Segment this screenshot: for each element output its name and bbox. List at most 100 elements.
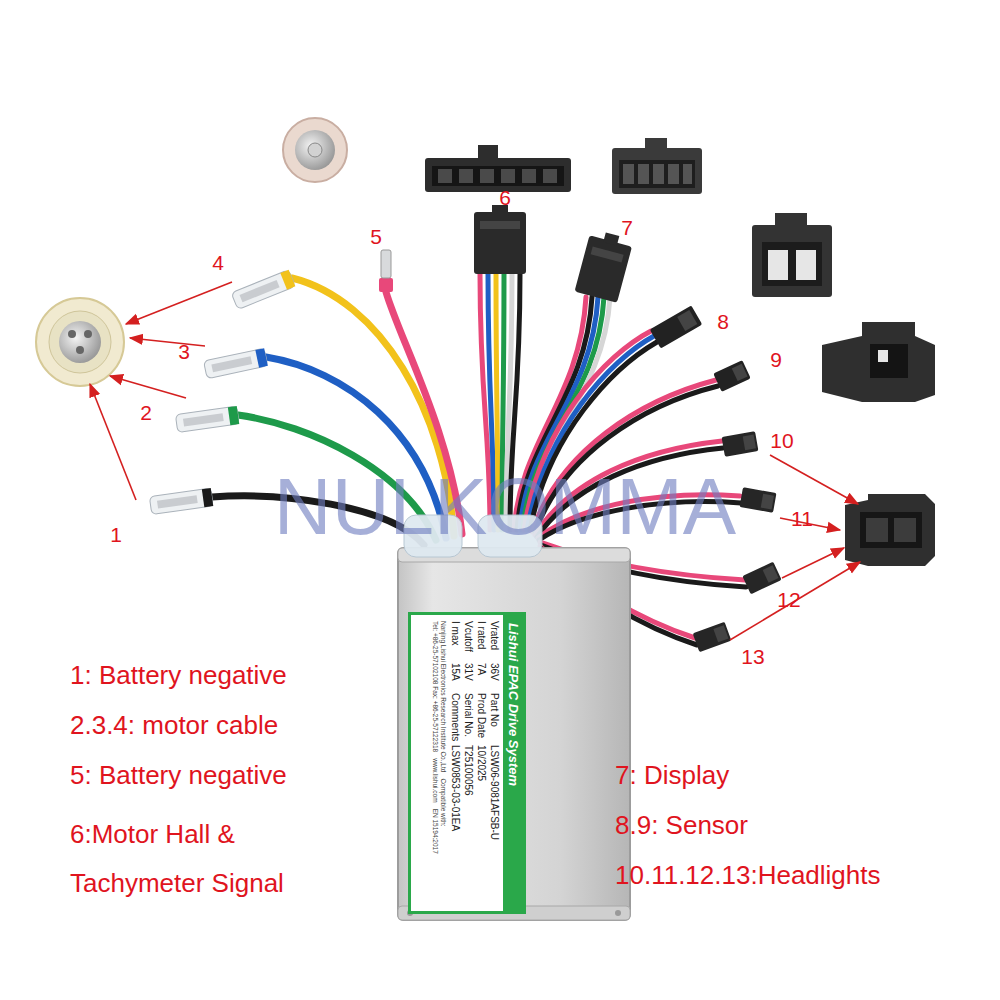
leader-arrow — [730, 562, 860, 640]
leader-arrows — [90, 282, 860, 640]
display-connector — [575, 229, 634, 303]
connector-body — [693, 622, 732, 652]
callout-number: 7 — [621, 216, 633, 240]
spec-cell: Vcutoff — [462, 621, 475, 663]
spec-cell: 31V — [462, 663, 475, 693]
connector-pin — [76, 346, 84, 354]
leader-arrow — [110, 376, 186, 398]
key-line: 7: Display — [615, 760, 729, 790]
connector-body — [740, 487, 777, 513]
brand-title: Lishui EPAC Drive System — [503, 623, 523, 786]
connector-rim — [36, 298, 124, 386]
connector-rim — [283, 118, 347, 182]
key-line: 10.11.12.13:Headlights — [615, 860, 881, 890]
pin-slot — [623, 164, 634, 184]
connector-sleeve — [203, 348, 267, 378]
pin-slot — [543, 169, 557, 183]
leader-arrow — [126, 282, 232, 324]
housing-body — [425, 158, 571, 192]
housing-body — [822, 322, 935, 402]
spec-cell: Serial No. — [462, 693, 475, 745]
connector-metal — [240, 280, 280, 302]
housing-body — [398, 548, 630, 920]
spec-cell: LSW06-9081AFSB-U — [488, 745, 501, 905]
controller-label: Lishui EPAC Drive SystemVrated36VPart No… — [408, 612, 526, 914]
sensor-connector — [650, 305, 703, 348]
leader-arrow — [130, 338, 205, 346]
connector-metal — [183, 413, 224, 426]
connector-band — [202, 488, 213, 507]
spec-cell: 15A — [449, 663, 462, 693]
spec-cell: Comments — [449, 693, 462, 745]
six-pin-housing — [425, 145, 571, 192]
connector-sleeve — [149, 488, 213, 514]
connector-face — [713, 625, 728, 642]
pin-slot — [638, 164, 649, 184]
pin-slot — [866, 518, 888, 542]
callout-number: 2 — [140, 401, 152, 425]
controller-housing — [398, 515, 630, 920]
callout-number: 10 — [770, 429, 793, 453]
callout-number: 11 — [791, 507, 813, 531]
motor-connector — [36, 298, 124, 386]
connector-face — [732, 364, 748, 381]
light-connector — [722, 431, 759, 457]
text-area: Nanjing Lishui Electronics Research Inst… — [432, 615, 449, 911]
housing-face — [619, 160, 695, 188]
spade-terminal — [379, 250, 393, 292]
spade-connector — [149, 488, 213, 514]
key-line: 2.3.4: motor cable — [70, 710, 278, 740]
housing-face — [860, 512, 922, 548]
leader-arrow — [90, 384, 136, 500]
connector-latch — [603, 232, 619, 245]
connector-band — [255, 348, 268, 367]
winged-housing — [822, 322, 935, 402]
connector-body — [474, 212, 526, 274]
leader-arrow — [782, 548, 844, 578]
connector-sleeve — [231, 270, 295, 310]
connector-face — [677, 310, 697, 331]
sensor-connector — [713, 360, 750, 392]
pin-slot — [653, 164, 664, 184]
key-line: 6:Motor Hall & Tachymeter Signal — [70, 810, 370, 908]
key-line: 1: Battery negative — [70, 660, 287, 690]
connector-sleeve — [175, 406, 239, 432]
callout-number: 6 — [499, 186, 511, 210]
pin-slot — [894, 518, 916, 542]
connector-band — [228, 406, 239, 425]
housing-body — [612, 148, 702, 194]
light-connector — [693, 622, 732, 652]
spade-connector — [231, 270, 295, 310]
connector-rib — [480, 221, 520, 229]
connector-band — [280, 270, 295, 290]
pin-slot — [683, 164, 692, 184]
connector-face — [763, 565, 779, 582]
spec-cell: Part No — [488, 693, 501, 745]
connector-body — [575, 235, 633, 302]
spec-cell: Vrated — [488, 621, 501, 663]
spade-connector — [203, 348, 267, 378]
spec-cell: I max — [449, 621, 462, 663]
callout-number: 9 — [770, 348, 782, 372]
callout-number: 1 — [110, 523, 122, 547]
spec-cell: Prod Date — [475, 693, 488, 745]
light-connector — [740, 487, 777, 513]
connector-core — [59, 321, 101, 363]
leader-arrow — [770, 455, 858, 504]
connector-pin — [68, 330, 76, 338]
callout-number: 13 — [741, 645, 764, 669]
spec-cell: LSW0853-03-01EA — [449, 745, 462, 905]
callout-number: 12 — [777, 588, 800, 612]
spade-connector — [175, 406, 239, 432]
callout-number: 4 — [212, 251, 224, 275]
connector-face — [761, 494, 774, 510]
connector-body — [742, 562, 781, 594]
callout-number: 3 — [178, 340, 190, 364]
housing-body — [845, 494, 935, 566]
fine-print: www.lishui.com — [432, 758, 440, 802]
connector-metal — [211, 356, 252, 372]
callout-number: 8 — [717, 310, 729, 334]
screw — [615, 910, 621, 916]
housing-body — [752, 225, 832, 297]
